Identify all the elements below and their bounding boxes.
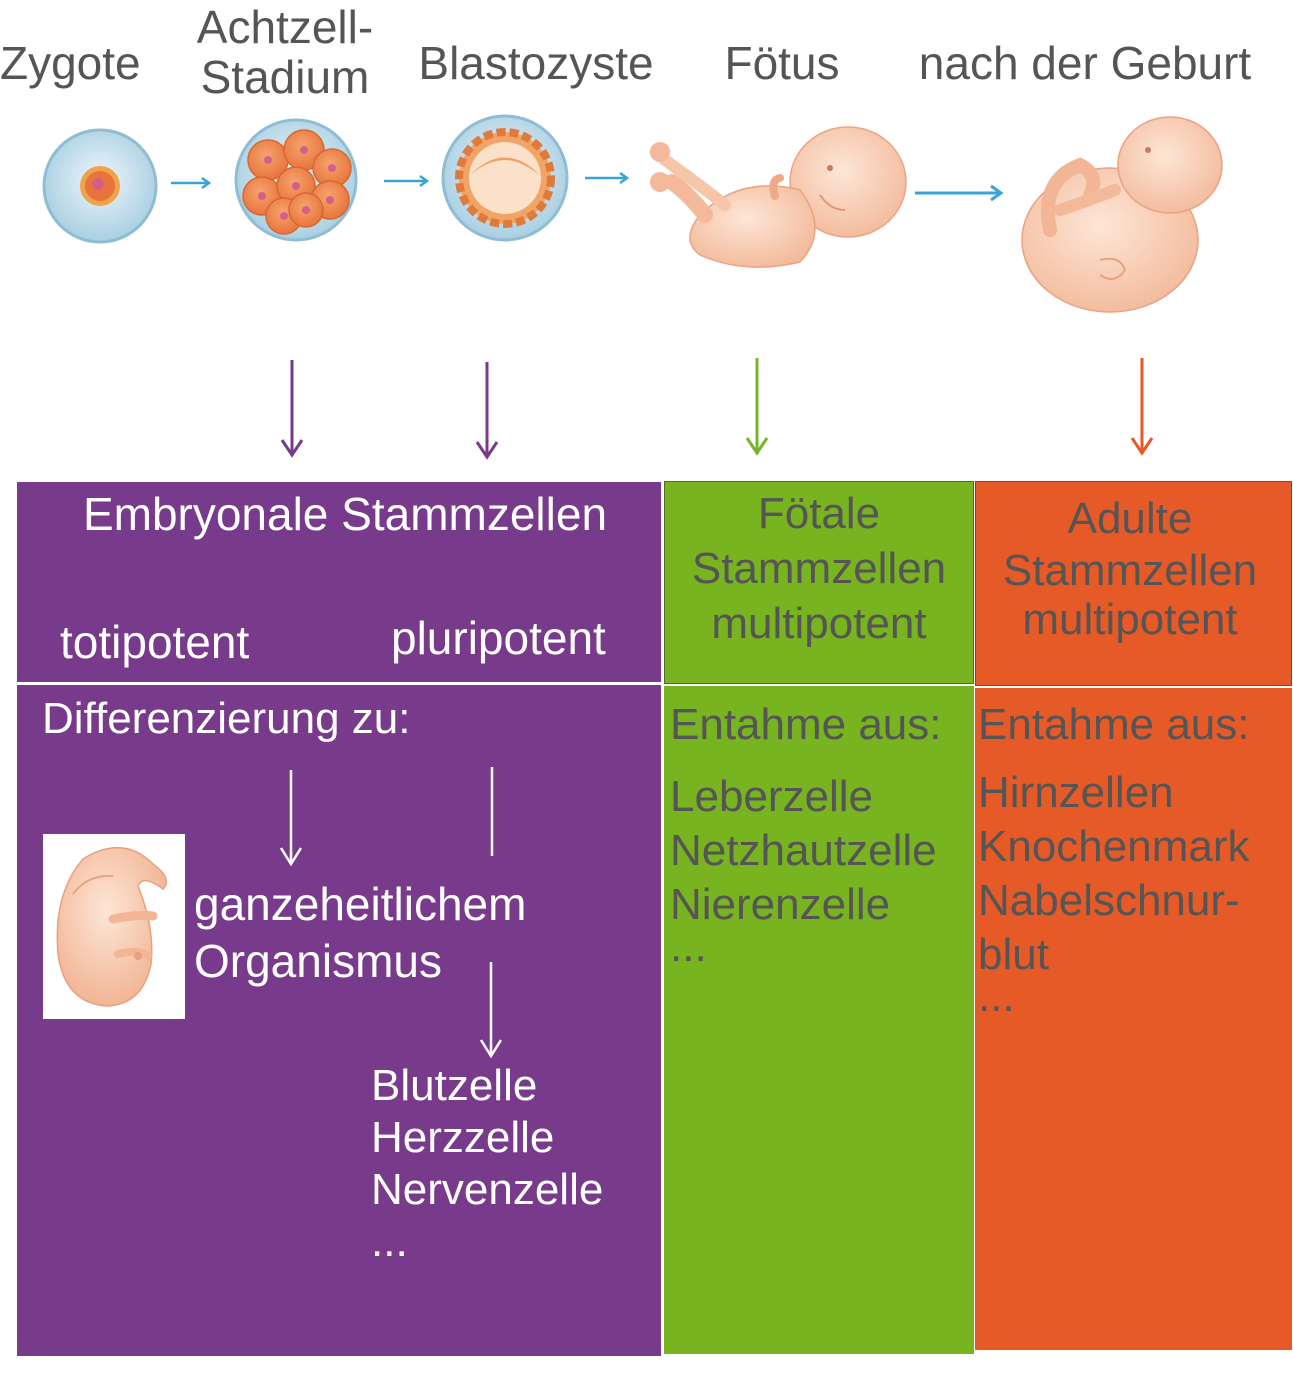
adult-body-box bbox=[975, 688, 1292, 1350]
foetal-title-line2: Stammzellen bbox=[691, 544, 947, 593]
adult-title-line3: multipotent bbox=[1022, 595, 1238, 644]
stage-label-blastozyste: Blastozyste bbox=[418, 37, 654, 89]
arrow-down-icon bbox=[279, 770, 303, 867]
arrow-right-icon bbox=[171, 176, 212, 190]
embryonal-body-box bbox=[17, 685, 661, 1356]
arrow-down-icon bbox=[1130, 358, 1154, 456]
foetal-body-box bbox=[664, 686, 974, 1354]
arrow-down-icon bbox=[475, 362, 499, 460]
arrow-down-icon bbox=[280, 360, 304, 458]
organism-line2: Organismus bbox=[194, 935, 442, 987]
list-item: Nabelschnur- bbox=[978, 876, 1240, 925]
foetal-title: Fötale Stammzellen multipotent bbox=[664, 486, 974, 651]
arrow-down-icon bbox=[745, 358, 769, 456]
zygote-icon bbox=[42, 128, 158, 244]
embryonal-cell-list: Blutzelle Herzzelle Nervenzelle ... bbox=[371, 1060, 603, 1268]
list-item: Knochenmark bbox=[978, 822, 1250, 871]
list-item: ... bbox=[978, 972, 1015, 1021]
organism-line1: ganzeheitlichem bbox=[194, 878, 527, 930]
foetal-header-box bbox=[664, 481, 974, 684]
foetal-source-list: Leberzelle Netzhautzelle Nierenzelle ... bbox=[670, 770, 937, 971]
list-item: Nierenzelle bbox=[670, 880, 891, 929]
list-item: Netzhautzelle bbox=[670, 826, 937, 875]
stage-label-achtzell-line2: Stadium bbox=[200, 51, 370, 103]
arrow-right-icon bbox=[585, 171, 630, 185]
arrow-down-icon bbox=[479, 962, 503, 1059]
fetus-icon bbox=[650, 126, 907, 268]
stages-illustration bbox=[42, 114, 1223, 460]
adult-title-line2: Stammzellen bbox=[1002, 546, 1258, 595]
baby-icon bbox=[1021, 116, 1223, 313]
adult-source-heading: Entahme aus: bbox=[978, 700, 1250, 749]
adult-title-line1: Adulte bbox=[1067, 494, 1193, 543]
list-item: Blutzelle bbox=[371, 1061, 538, 1110]
list-item: Nervenzelle bbox=[371, 1165, 604, 1214]
list-item: Hirnzellen bbox=[978, 768, 1174, 817]
organism-label: ganzeheitlichem Organismus bbox=[194, 876, 526, 990]
stage-label-foetus: Fötus bbox=[724, 37, 840, 89]
arrow-right-icon bbox=[384, 174, 430, 188]
list-item: Leberzelle bbox=[670, 772, 874, 821]
embryo-icon bbox=[56, 847, 168, 1007]
totipotent-label: totipotent bbox=[60, 616, 250, 668]
stage-label-nach-geburt: nach der Geburt bbox=[918, 37, 1252, 89]
pluripotent-label: pluripotent bbox=[391, 612, 606, 664]
adult-source-list: Hirnzellen Knochenmark Nabelschnur- blut… bbox=[978, 766, 1250, 1021]
stage-label-achtzell-line1: Achtzell- bbox=[196, 1, 374, 53]
list-item: ... bbox=[371, 1217, 408, 1266]
blastocyst-icon bbox=[441, 114, 569, 242]
embryonal-header-box bbox=[17, 482, 661, 682]
list-item: blut bbox=[978, 930, 1049, 979]
foetal-source-heading: Entahme aus: bbox=[670, 700, 942, 749]
embryonal-title: Embryonale Stammzellen bbox=[82, 488, 608, 540]
list-item: Herzzelle bbox=[371, 1113, 555, 1162]
stage-label-achtzell: Achtzell- Stadium bbox=[180, 2, 390, 102]
adult-header-box bbox=[975, 481, 1292, 686]
list-item: ... bbox=[670, 922, 707, 971]
foetal-title-line1: Fötale bbox=[757, 489, 881, 538]
embryo-image bbox=[43, 834, 185, 1019]
foetal-title-line3: multipotent bbox=[711, 599, 927, 648]
embryonal-arrows bbox=[279, 767, 503, 1059]
arrow-right-icon bbox=[915, 184, 1004, 202]
adult-title: Adulte Stammzellen multipotent bbox=[975, 492, 1285, 644]
stage-label-zygote: Zygote bbox=[0, 37, 141, 89]
eight-cell-icon bbox=[234, 118, 358, 242]
differenzierung-heading: Differenzierung zu: bbox=[42, 694, 411, 743]
